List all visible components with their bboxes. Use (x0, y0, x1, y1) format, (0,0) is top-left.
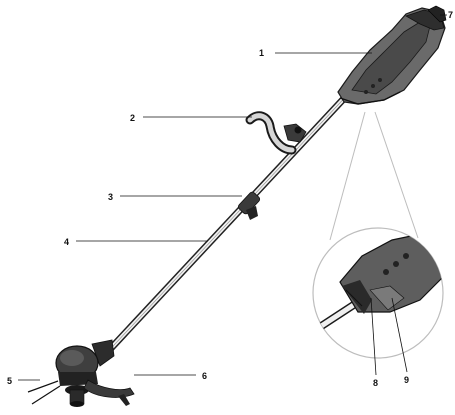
callout-4: 4 (64, 237, 69, 247)
callout-labels: 1 2 3 4 5 6 7 8 9 (7, 10, 453, 388)
callout-8: 8 (373, 378, 378, 388)
callout-9: 9 (404, 375, 409, 385)
leader-lines (18, 14, 447, 381)
adjustment-collar (237, 191, 261, 220)
zoom-detail (312, 227, 444, 359)
callout-6: 6 (202, 371, 207, 381)
callout-1: 1 (259, 48, 264, 58)
callout-7: 7 (448, 10, 453, 20)
battery-housing (337, 7, 446, 105)
guard (83, 379, 135, 406)
shaft (96, 88, 354, 364)
auxiliary-handle (245, 111, 307, 155)
callout-2: 2 (130, 113, 135, 123)
zoom-guide-lines (329, 111, 419, 241)
cutting-line (27, 380, 61, 405)
callout-5: 5 (7, 376, 12, 386)
callout-3: 3 (108, 192, 113, 202)
